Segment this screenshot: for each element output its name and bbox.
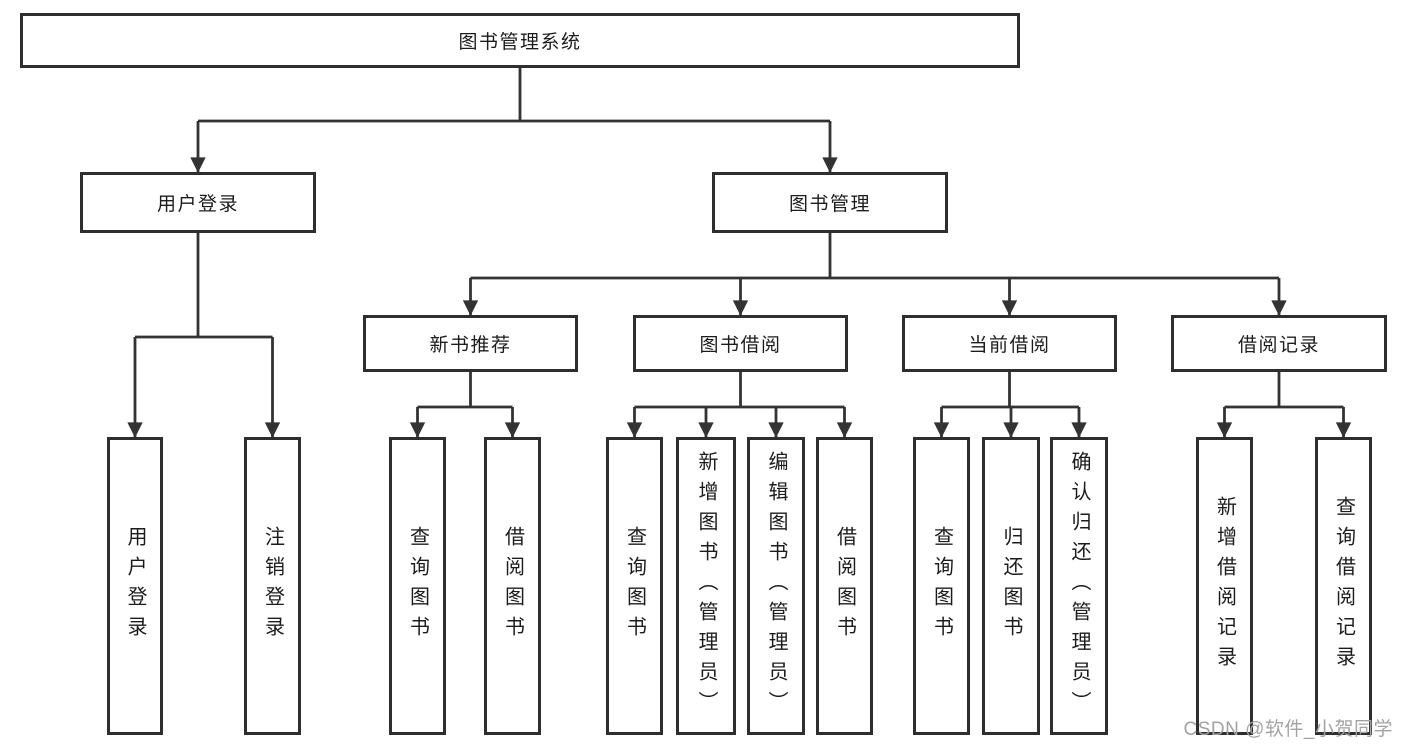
- leaf-query-books-1-label: 查询图书: [406, 526, 429, 646]
- leaf-query-books-1: 查询图书: [389, 437, 446, 735]
- node-borrow-records: 借阅记录: [1171, 315, 1387, 372]
- leaf-return-book: 归还图书: [982, 437, 1040, 735]
- node-book-borrow-label: 图书借阅: [699, 335, 782, 356]
- node-user-login-label: 用户登录: [156, 194, 239, 215]
- leaf-add-borrow-record-label: 新增借阅记录: [1213, 496, 1236, 676]
- leaf-borrow-books-2-label: 借阅图书: [833, 526, 856, 646]
- node-book-borrow: 图书借阅: [633, 315, 848, 372]
- leaf-user-login: 用户登录: [107, 437, 163, 735]
- leaf-add-borrow-record: 新增借阅记录: [1196, 437, 1253, 735]
- leaf-edit-book-admin: 编辑图书（管理员）: [747, 437, 805, 735]
- leaf-borrow-books-1: 借阅图书: [484, 437, 541, 735]
- leaf-logout-label: 注销登录: [261, 526, 284, 646]
- leaf-add-book-admin: 新增图书（管理员）: [676, 437, 736, 735]
- node-root: 图书管理系统: [20, 13, 1020, 68]
- node-new-book-recommend: 新书推荐: [363, 315, 578, 372]
- leaf-confirm-return-admin-label: 确认归还（管理员）: [1068, 451, 1090, 721]
- leaf-borrow-books-2: 借阅图书: [816, 437, 873, 735]
- leaf-user-login-label: 用户登录: [124, 526, 146, 646]
- leaf-query-books-3: 查询图书: [913, 437, 970, 735]
- leaf-logout: 注销登录: [244, 437, 301, 735]
- leaf-add-book-admin-label: 新增图书（管理员）: [695, 451, 717, 721]
- leaf-query-books-2-label: 查询图书: [623, 526, 646, 646]
- leaf-borrow-books-1-label: 借阅图书: [501, 526, 524, 646]
- leaf-query-borrow-record: 查询借阅记录: [1315, 437, 1372, 735]
- leaf-edit-book-admin-label: 编辑图书（管理员）: [765, 451, 787, 721]
- watermark: CSDN @软件_小贺同学: [1183, 719, 1393, 740]
- leaf-return-book-label: 归还图书: [1000, 526, 1022, 646]
- node-root-label: 图书管理系统: [458, 32, 582, 53]
- leaf-query-books-3-label: 查询图书: [930, 526, 953, 646]
- node-new-book-recommend-label: 新书推荐: [429, 335, 512, 356]
- leaf-query-books-2: 查询图书: [606, 437, 663, 735]
- leaf-query-borrow-record-label: 查询借阅记录: [1332, 496, 1355, 676]
- node-borrow-records-label: 借阅记录: [1237, 335, 1320, 356]
- node-book-mgmt-label: 图书管理: [788, 194, 871, 215]
- node-book-mgmt: 图书管理: [712, 172, 948, 233]
- node-user-login: 用户登录: [80, 172, 316, 233]
- node-current-borrow: 当前借阅: [902, 315, 1117, 372]
- node-current-borrow-label: 当前借阅: [968, 335, 1051, 356]
- leaf-confirm-return-admin: 确认归还（管理员）: [1050, 437, 1108, 735]
